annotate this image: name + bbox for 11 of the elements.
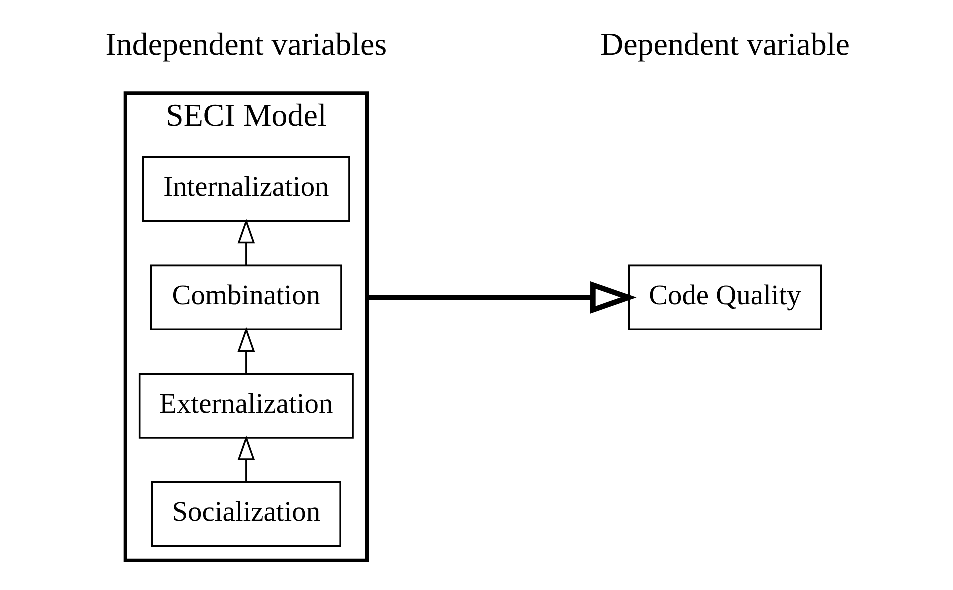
arrow [238,218,256,266]
label: Dependent variable [600,26,850,62]
label: Independent variables [106,26,388,62]
arrow [238,327,256,374]
node-box: Combination [150,264,342,331]
node-box: Internalization [142,156,350,222]
arrow [367,281,637,314]
node-box: Socialization [151,482,342,548]
arrow [238,435,256,482]
node-box: Externalization [138,373,354,439]
node-box: Code Quality [628,264,822,331]
